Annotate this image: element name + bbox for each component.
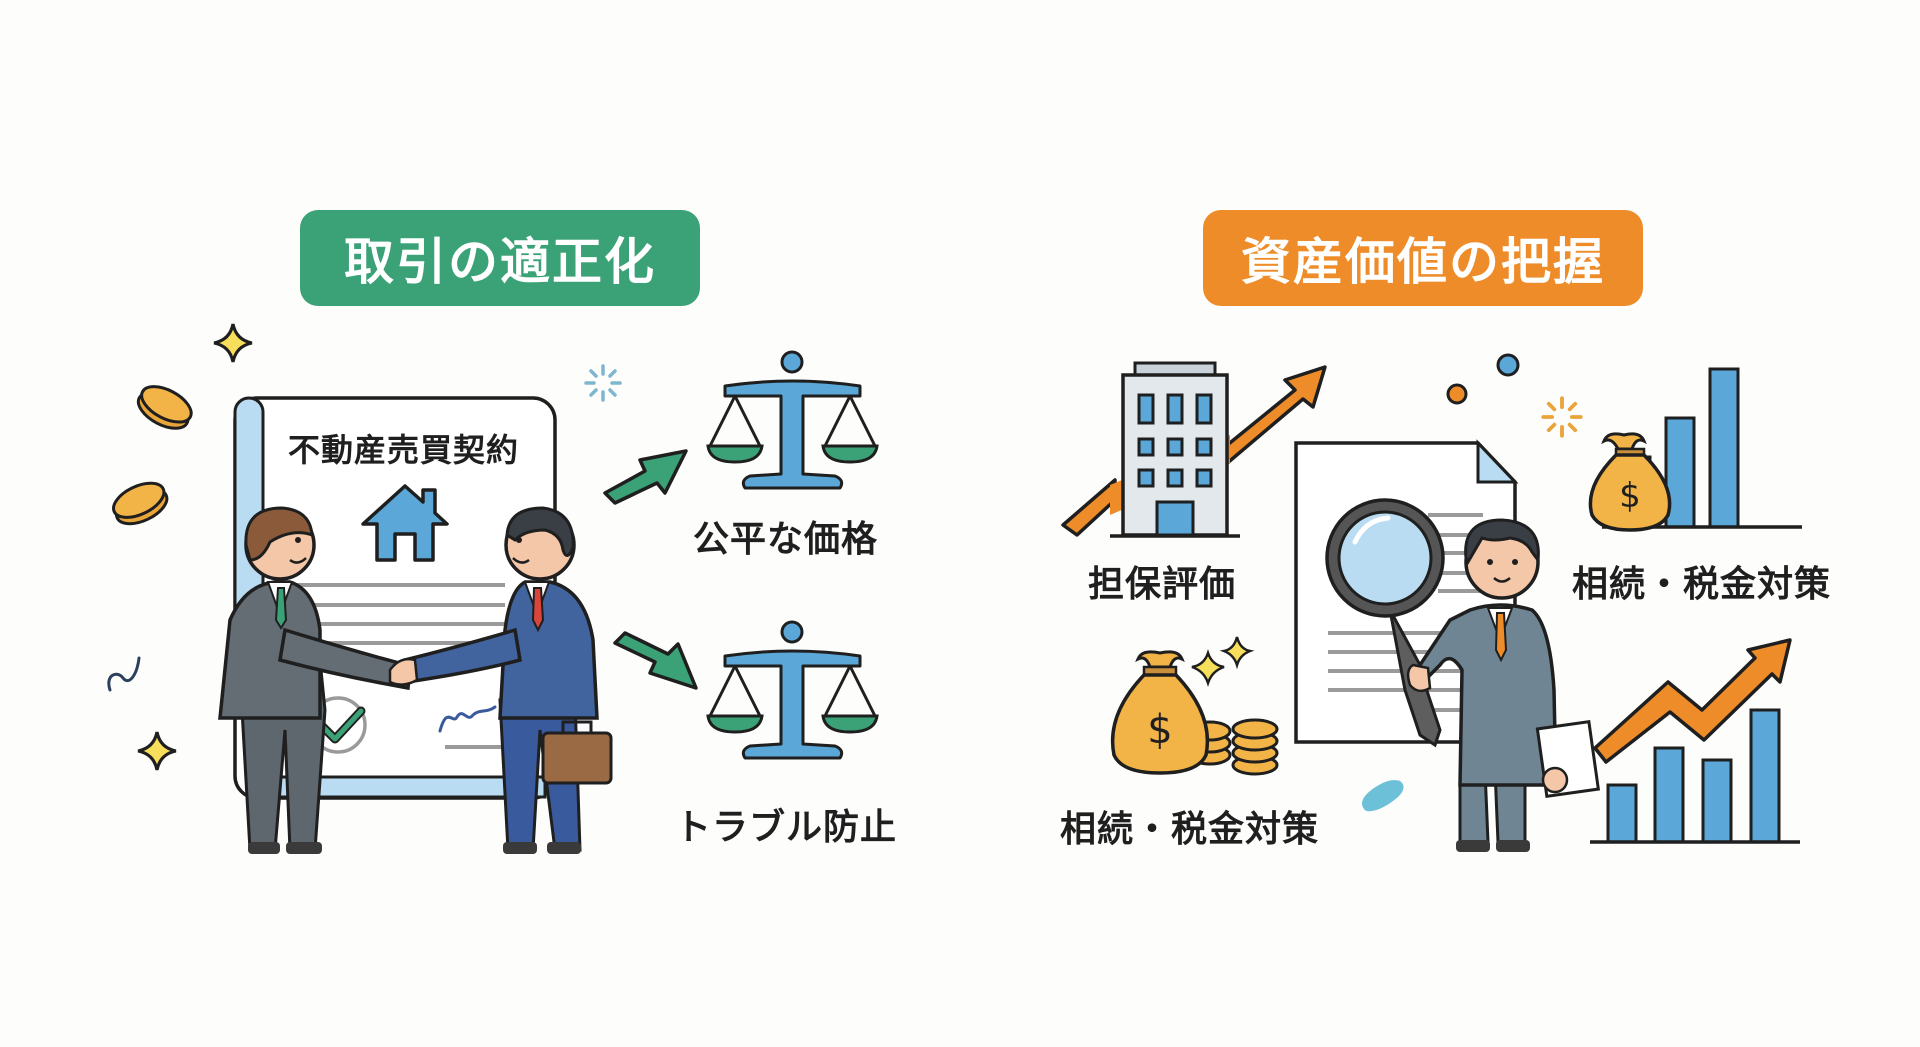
right-panel-title: 資産価値の把握 <box>1241 233 1605 291</box>
house-icon <box>361 484 449 562</box>
squiggle-icon <box>107 656 141 692</box>
appraiser-with-magnifier-icon <box>1325 498 1601 852</box>
arrow-down-right-icon <box>613 631 698 690</box>
arrow-up-right-icon <box>603 449 688 505</box>
sparkle-icon <box>137 731 177 771</box>
left-panel-title-badge: 取引の適正化 <box>300 210 700 306</box>
right-panel-title-badge: 資産価値の把握 <box>1203 210 1643 306</box>
coin-icon <box>136 385 193 430</box>
money-bag-bar-chart-icon: $ <box>1588 367 1802 532</box>
outcome-trouble-prevention-label: トラブル防止 <box>675 807 898 848</box>
dot-orange-icon <box>1446 383 1468 405</box>
dot-blue-icon <box>1496 353 1520 377</box>
inheritance-tax-label-top: 相続・税金対策 <box>1572 564 1832 605</box>
building-with-rising-arrow-icon <box>1061 361 1327 538</box>
contract-title: 不動産売買契約 <box>288 431 520 469</box>
burst-icon <box>1541 396 1583 438</box>
svg-text:$: $ <box>1147 707 1172 753</box>
buyer-person-icon <box>388 506 613 854</box>
collateral-evaluation-label: 担保評価 <box>1088 564 1237 605</box>
blob-icon <box>1362 780 1404 812</box>
bar-chart-rising-arrow-icon <box>1590 638 1800 844</box>
inheritance-tax-label-bottom: 相続・税金対策 <box>1060 809 1320 850</box>
sparkle-icon <box>213 323 253 363</box>
coin-icon <box>112 481 169 526</box>
scales-icon <box>706 350 879 490</box>
seller-person-icon <box>218 506 412 854</box>
burst-icon <box>584 364 622 402</box>
scales-icon <box>706 620 879 760</box>
svg-text:$: $ <box>1619 476 1641 516</box>
left-panel-title: 取引の適正化 <box>344 233 656 291</box>
outcome-fair-price-label: 公平な価格 <box>693 519 879 560</box>
money-bag-coins-icon: $ <box>1110 636 1279 776</box>
